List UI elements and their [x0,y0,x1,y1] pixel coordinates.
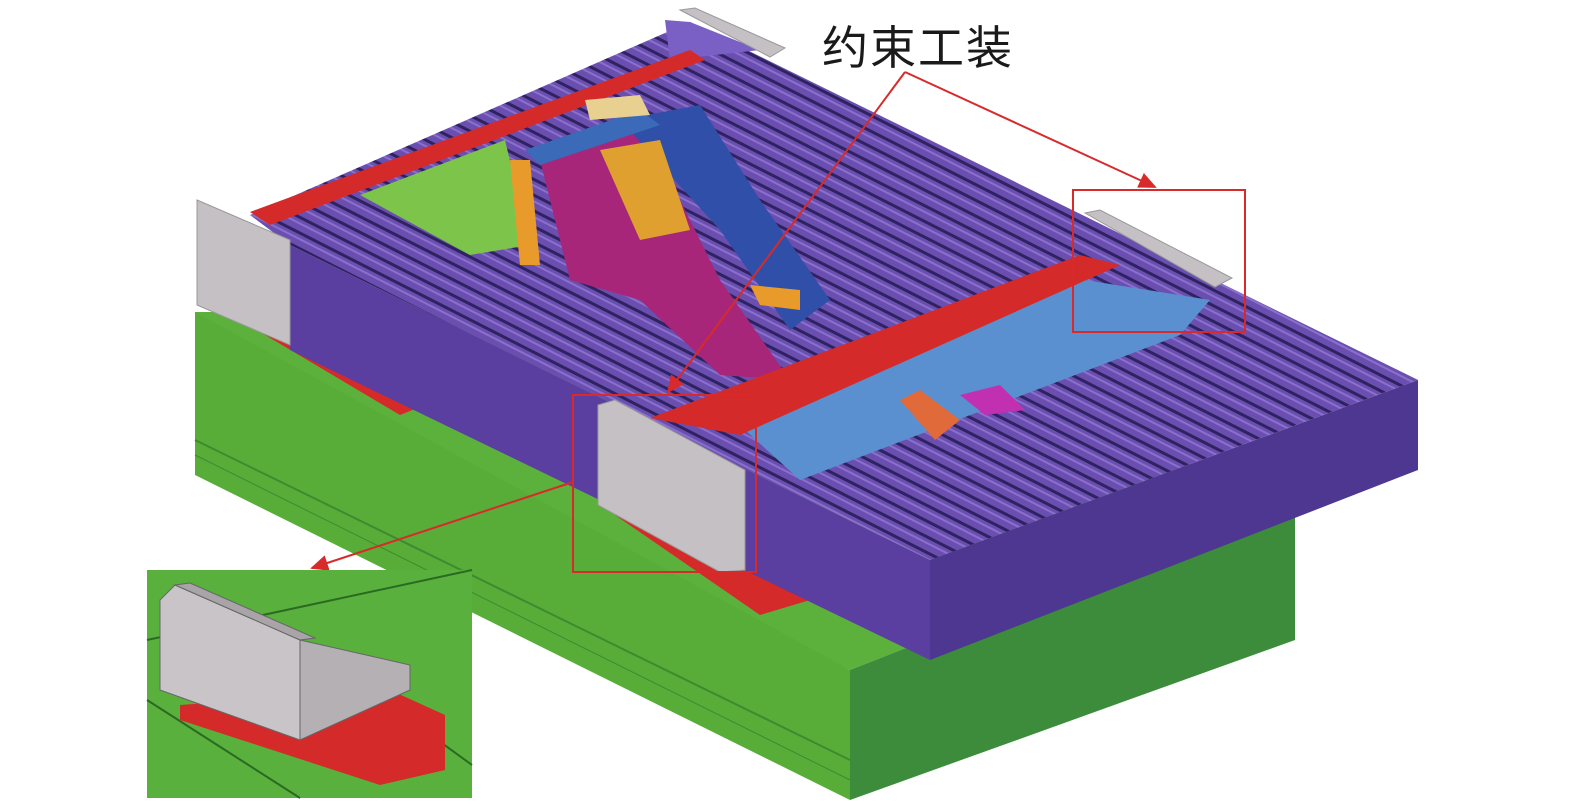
small-part-orange [900,390,960,440]
red-cross-beam [650,255,1120,435]
internal-structure [360,95,830,380]
constraint-fixtures [196,7,1234,573]
fixture-right [1083,209,1234,288]
detail-arrow [310,481,574,571]
callout-box-right [1072,189,1246,333]
callout-arrow-right [904,71,1157,188]
constraint-fixture-label: 约束工装 [822,21,1014,75]
red-rail-back [250,50,705,225]
small-part-magenta [960,385,1025,415]
callout-arrow-front [666,71,906,394]
fixture-back [678,7,787,58]
fixture-detail-inset [146,569,473,799]
callout-box-front [572,394,757,573]
fixture-front [597,399,746,573]
fixture-left [196,199,291,346]
blue-plate [745,280,1210,480]
